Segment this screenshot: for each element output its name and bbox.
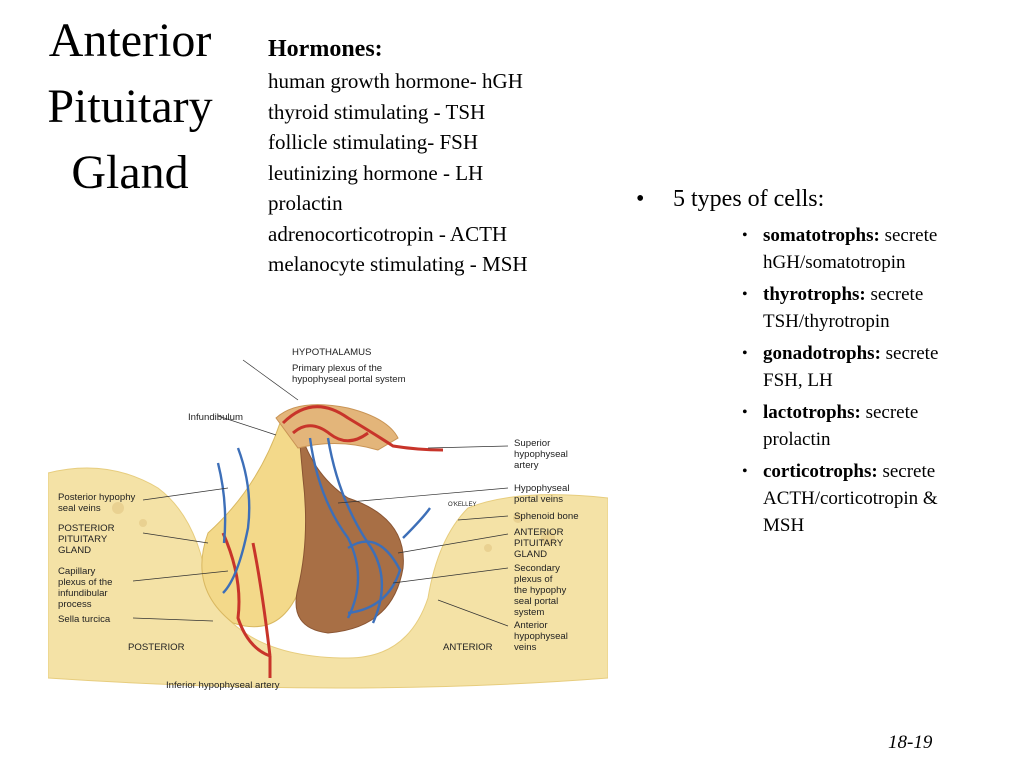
label-inferior-artery: Inferior hypophyseal artery: [166, 680, 280, 691]
cell-type-term: gonadotrophs:: [763, 343, 881, 364]
label-infundibulum: Infundibulum: [188, 412, 243, 423]
pituitary-diagram: HYPOTHALAMUS Primary plexus of the hypop…: [48, 347, 608, 691]
hormone-item: leutinizing hormone - LH: [268, 160, 484, 185]
bullet-icon: •: [636, 186, 645, 212]
cell-type-product: ACTH/corticotropin &: [763, 488, 938, 509]
label-anterior-gland: GLAND: [514, 549, 547, 560]
label-portal-veins: Hypophyseal: [514, 483, 569, 494]
label-anterior-veins: hypophyseal: [514, 631, 568, 642]
label-anterior-veins: veins: [514, 642, 537, 653]
cell-type-product-cont: MSH: [763, 515, 805, 536]
hormone-item: adrenocorticotropin - ACTH: [268, 221, 508, 246]
label-posterior: POSTERIOR: [128, 642, 185, 653]
cell-type-item: • corticotrophs: secrete ACTH/corticotro…: [742, 458, 1006, 539]
hormone-item: melanocyte stimulating - MSH: [268, 252, 528, 276]
label-posterior-gland: POSTERIOR: [58, 523, 115, 534]
cell-type-term: somatotrophs:: [763, 225, 880, 246]
artery-vessels: [221, 405, 444, 678]
cell-types-list: • 5 types of cells: • somatotrophs: secr…: [636, 184, 1006, 544]
label-capillary-plexus: Capillary: [58, 566, 96, 577]
label-anterior-veins: Anterior: [514, 620, 548, 631]
bullet-icon: •: [742, 345, 748, 362]
label-primary-plexus: hypophyseal portal system: [292, 374, 406, 385]
artist-signature: O'KELLEY: [448, 502, 477, 508]
label-superior-artery: artery: [514, 460, 539, 471]
cell-type-term: thyrotrophs:: [763, 284, 866, 305]
cell-type-item: • somatotrophs: secrete hGH/somatotropin: [742, 222, 1006, 276]
label-secondary-plexus: plexus of: [514, 574, 553, 585]
bullet-icon: •: [742, 227, 748, 244]
label-superior-artery: hypophyseal: [514, 449, 568, 460]
label-sphenoid-bone: Sphenoid bone: [514, 511, 579, 522]
label-capillary-plexus: plexus of the: [58, 577, 112, 588]
bullet-icon: •: [742, 404, 748, 421]
hormones-list: Hormones: human growth hormone- hGH thyr…: [268, 34, 598, 280]
posterior-lobe-shape: [201, 422, 308, 628]
cell-type-verb: secrete: [877, 461, 936, 482]
label-hypothalamus: HYPOTHALAMUS: [292, 347, 371, 358]
cell-type-term: corticotrophs:: [763, 461, 878, 482]
label-sella-turcica: Sella turcica: [58, 614, 111, 625]
bullet-icon: •: [742, 463, 748, 480]
vein-vessels: [216, 437, 431, 624]
leader-lines: [132, 359, 509, 627]
cell-type-item: • lactotrophs: secrete prolactin: [742, 399, 1006, 453]
label-posterior-veins: Posterior hypophy: [58, 492, 136, 503]
bullet-icon: •: [742, 286, 748, 303]
label-superior-artery: Superior: [514, 438, 551, 449]
label-portal-veins: portal veins: [514, 494, 563, 505]
cell-types-sublist: • somatotrophs: secrete hGH/somatotropin…: [636, 222, 1006, 539]
hormone-item: human growth hormone- hGH: [268, 69, 523, 93]
cell-type-verb: secrete: [865, 284, 924, 305]
cell-type-verb: secrete: [860, 402, 919, 423]
label-posterior-gland: PITUITARY: [58, 534, 108, 545]
cell-type-product: FSH, LH: [763, 370, 833, 391]
cell-type-product: hGH/somatotropin: [763, 252, 906, 273]
cell-types-heading-text: 5 types of cells:: [673, 186, 825, 212]
label-posterior-veins: seal veins: [58, 503, 101, 514]
cell-type-product: prolactin: [763, 429, 831, 450]
label-secondary-plexus: the hypophy: [514, 585, 566, 596]
hormone-item: prolactin: [268, 191, 343, 215]
cell-type-verb: secrete: [880, 343, 939, 364]
label-secondary-plexus: system: [514, 607, 544, 618]
cell-type-item: • thyrotrophs: secrete TSH/thyrotropin: [742, 281, 1006, 335]
sphenoid-bone-shape: [48, 467, 608, 689]
hormones-heading: Hormones:: [268, 36, 383, 62]
title-line: Gland: [71, 146, 189, 199]
title-line: Anterior: [48, 14, 212, 67]
page-number: 18-19: [888, 732, 933, 753]
title-line: Pituitary: [47, 80, 213, 133]
label-capillary-plexus: infundibular: [58, 588, 108, 599]
hormone-item: follicle stimulating- FSH: [268, 130, 478, 154]
label-primary-plexus: Primary plexus of the: [292, 363, 382, 374]
label-secondary-plexus: Secondary: [514, 563, 560, 574]
cell-type-verb: secrete: [879, 225, 938, 246]
cell-type-product: TSH/thyrotropin: [763, 311, 890, 332]
label-posterior-gland: GLAND: [58, 545, 91, 556]
hormone-item: thyroid stimulating - TSH: [268, 99, 486, 124]
label-anterior: ANTERIOR: [443, 642, 493, 653]
label-secondary-plexus: seal portal: [514, 596, 558, 607]
cell-types-heading: • 5 types of cells:: [636, 184, 1006, 214]
label-anterior-gland: PITUITARY: [514, 538, 564, 549]
slide-title: Anterior Pituitary Gland: [10, 8, 250, 206]
cell-type-item: • gonadotrophs: secrete FSH, LH: [742, 340, 1006, 394]
cell-type-term: lactotrophs:: [763, 402, 861, 423]
label-anterior-gland: ANTERIOR: [514, 527, 564, 538]
label-capillary-plexus: process: [58, 599, 92, 610]
